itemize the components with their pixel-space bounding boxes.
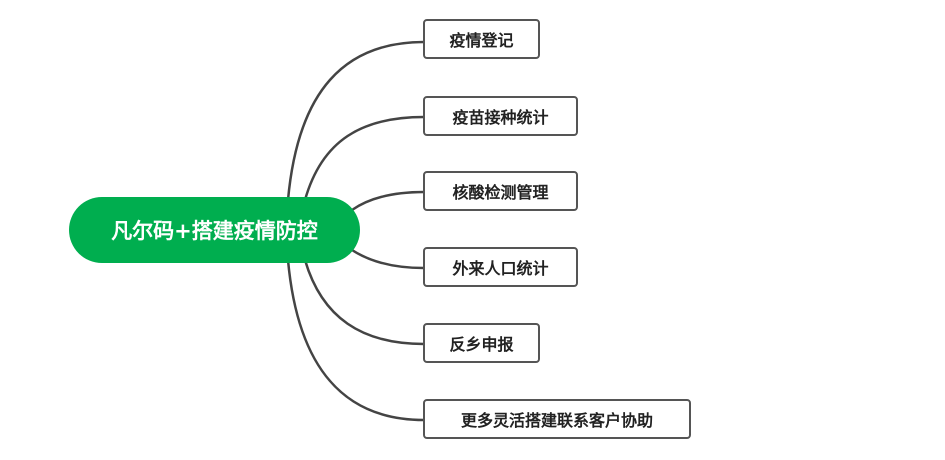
branch-label: 疫苗接种统计 — [452, 108, 549, 127]
root-node[interactable]: 凡尔码+搭建疫情防控 — [69, 197, 360, 263]
connector-line — [351, 190, 425, 212]
branch-node[interactable]: 疫苗接种统计 — [423, 96, 578, 136]
branch-node[interactable]: 更多灵活搭建联系客户协助 — [423, 399, 691, 439]
connector-line — [303, 259, 425, 346]
branch-label: 核酸检测管理 — [452, 183, 549, 202]
branch-node[interactable]: 疫情登记 — [423, 19, 540, 59]
branch-node[interactable]: 反乡申报 — [423, 323, 540, 363]
connector-line — [286, 259, 425, 422]
connector-line — [351, 248, 425, 270]
branch-node[interactable]: 外来人口统计 — [423, 247, 578, 287]
branch-node[interactable]: 核酸检测管理 — [423, 171, 578, 211]
branch-label: 更多灵活搭建联系客户协助 — [460, 411, 653, 430]
connector-line — [286, 40, 425, 201]
branch-label: 反乡申报 — [449, 335, 514, 354]
connector-line — [303, 115, 425, 201]
root-label: 凡尔码+搭建疫情防控 — [111, 219, 318, 243]
branch-label: 外来人口统计 — [452, 259, 549, 278]
branch-label: 疫情登记 — [449, 31, 514, 50]
